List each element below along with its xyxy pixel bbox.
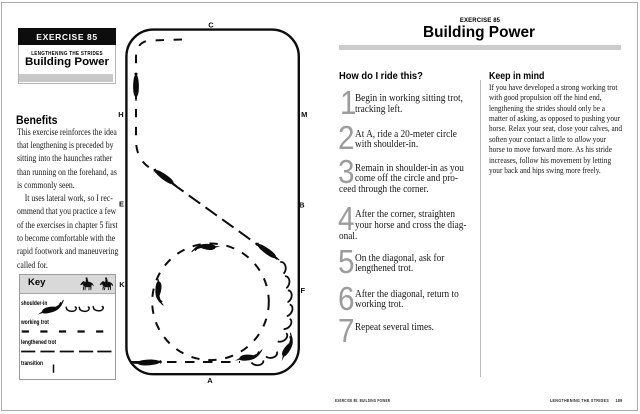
svg-text:C: C [208,20,214,29]
svg-text:K: K [119,280,125,289]
svg-text:M: M [301,110,307,119]
svg-text:E: E [119,199,124,208]
svg-text:F: F [301,286,306,295]
svg-text:B: B [299,200,305,209]
svg-text:H: H [118,110,123,119]
svg-text:A: A [207,376,213,385]
